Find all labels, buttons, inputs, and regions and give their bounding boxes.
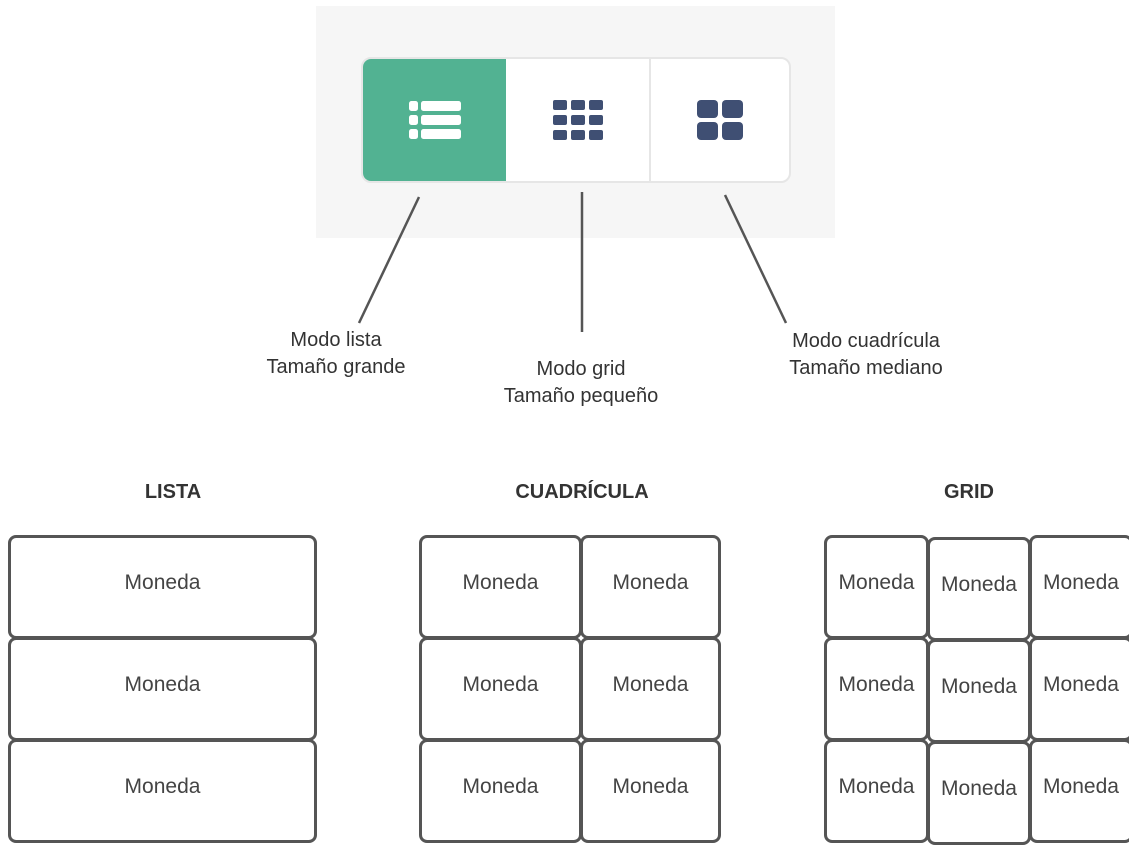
grid-item-cuadricula: Moneda <box>419 637 582 741</box>
section-title-cuadricula: CUADRÍCULA <box>515 481 649 503</box>
grid-item-grid: Moneda <box>1029 637 1129 741</box>
caption-grid: Modo grid Tamaño pequeño <box>471 356 691 410</box>
caption-list: Modo lista Tamaño grande <box>236 327 436 381</box>
grid-item-grid: Moneda <box>927 639 1031 743</box>
grid-item-grid: Moneda <box>1029 535 1129 639</box>
list-item-lista: Moneda <box>8 535 317 639</box>
caption-list-size: Tamaño grande <box>266 356 406 378</box>
view-mode-toggle <box>361 57 791 183</box>
grid-item-grid: Moneda <box>927 537 1031 641</box>
grid-view-button[interactable] <box>506 59 651 181</box>
grid-item-cuadricula: Moneda <box>580 637 721 741</box>
cuadricula-view-button[interactable] <box>651 59 789 181</box>
leader-line-cuadricula <box>723 194 788 324</box>
grid-small-icon <box>552 100 603 140</box>
grid-item-cuadricula: Moneda <box>580 535 721 639</box>
caption-list-mode: Modo lista <box>290 329 382 351</box>
section-title-grid: GRID <box>944 481 994 503</box>
caption-cuadricula: Modo cuadrícula Tamaño mediano <box>756 328 976 382</box>
grid-item-grid: Moneda <box>824 535 929 639</box>
grid-item-cuadricula: Moneda <box>580 739 721 843</box>
leader-line-list <box>357 196 421 324</box>
list-view-icon <box>408 101 461 139</box>
grid-item-cuadricula: Moneda <box>419 535 582 639</box>
list-view-button[interactable] <box>363 59 506 181</box>
grid-item-grid: Moneda <box>1029 739 1129 843</box>
list-item-lista: Moneda <box>8 739 317 843</box>
grid-item-grid: Moneda <box>927 741 1031 845</box>
grid-medium-icon <box>697 100 743 140</box>
list-item-lista: Moneda <box>8 637 317 741</box>
grid-item-grid: Moneda <box>824 637 929 741</box>
caption-grid-size: Tamaño pequeño <box>503 385 659 407</box>
caption-grid-mode: Modo grid <box>536 358 626 380</box>
caption-cuadricula-size: Tamaño mediano <box>789 357 943 379</box>
section-title-lista: LISTA <box>144 481 202 503</box>
grid-item-cuadricula: Moneda <box>419 739 582 843</box>
grid-item-grid: Moneda <box>824 739 929 843</box>
caption-cuadricula-mode: Modo cuadrícula <box>792 330 940 352</box>
